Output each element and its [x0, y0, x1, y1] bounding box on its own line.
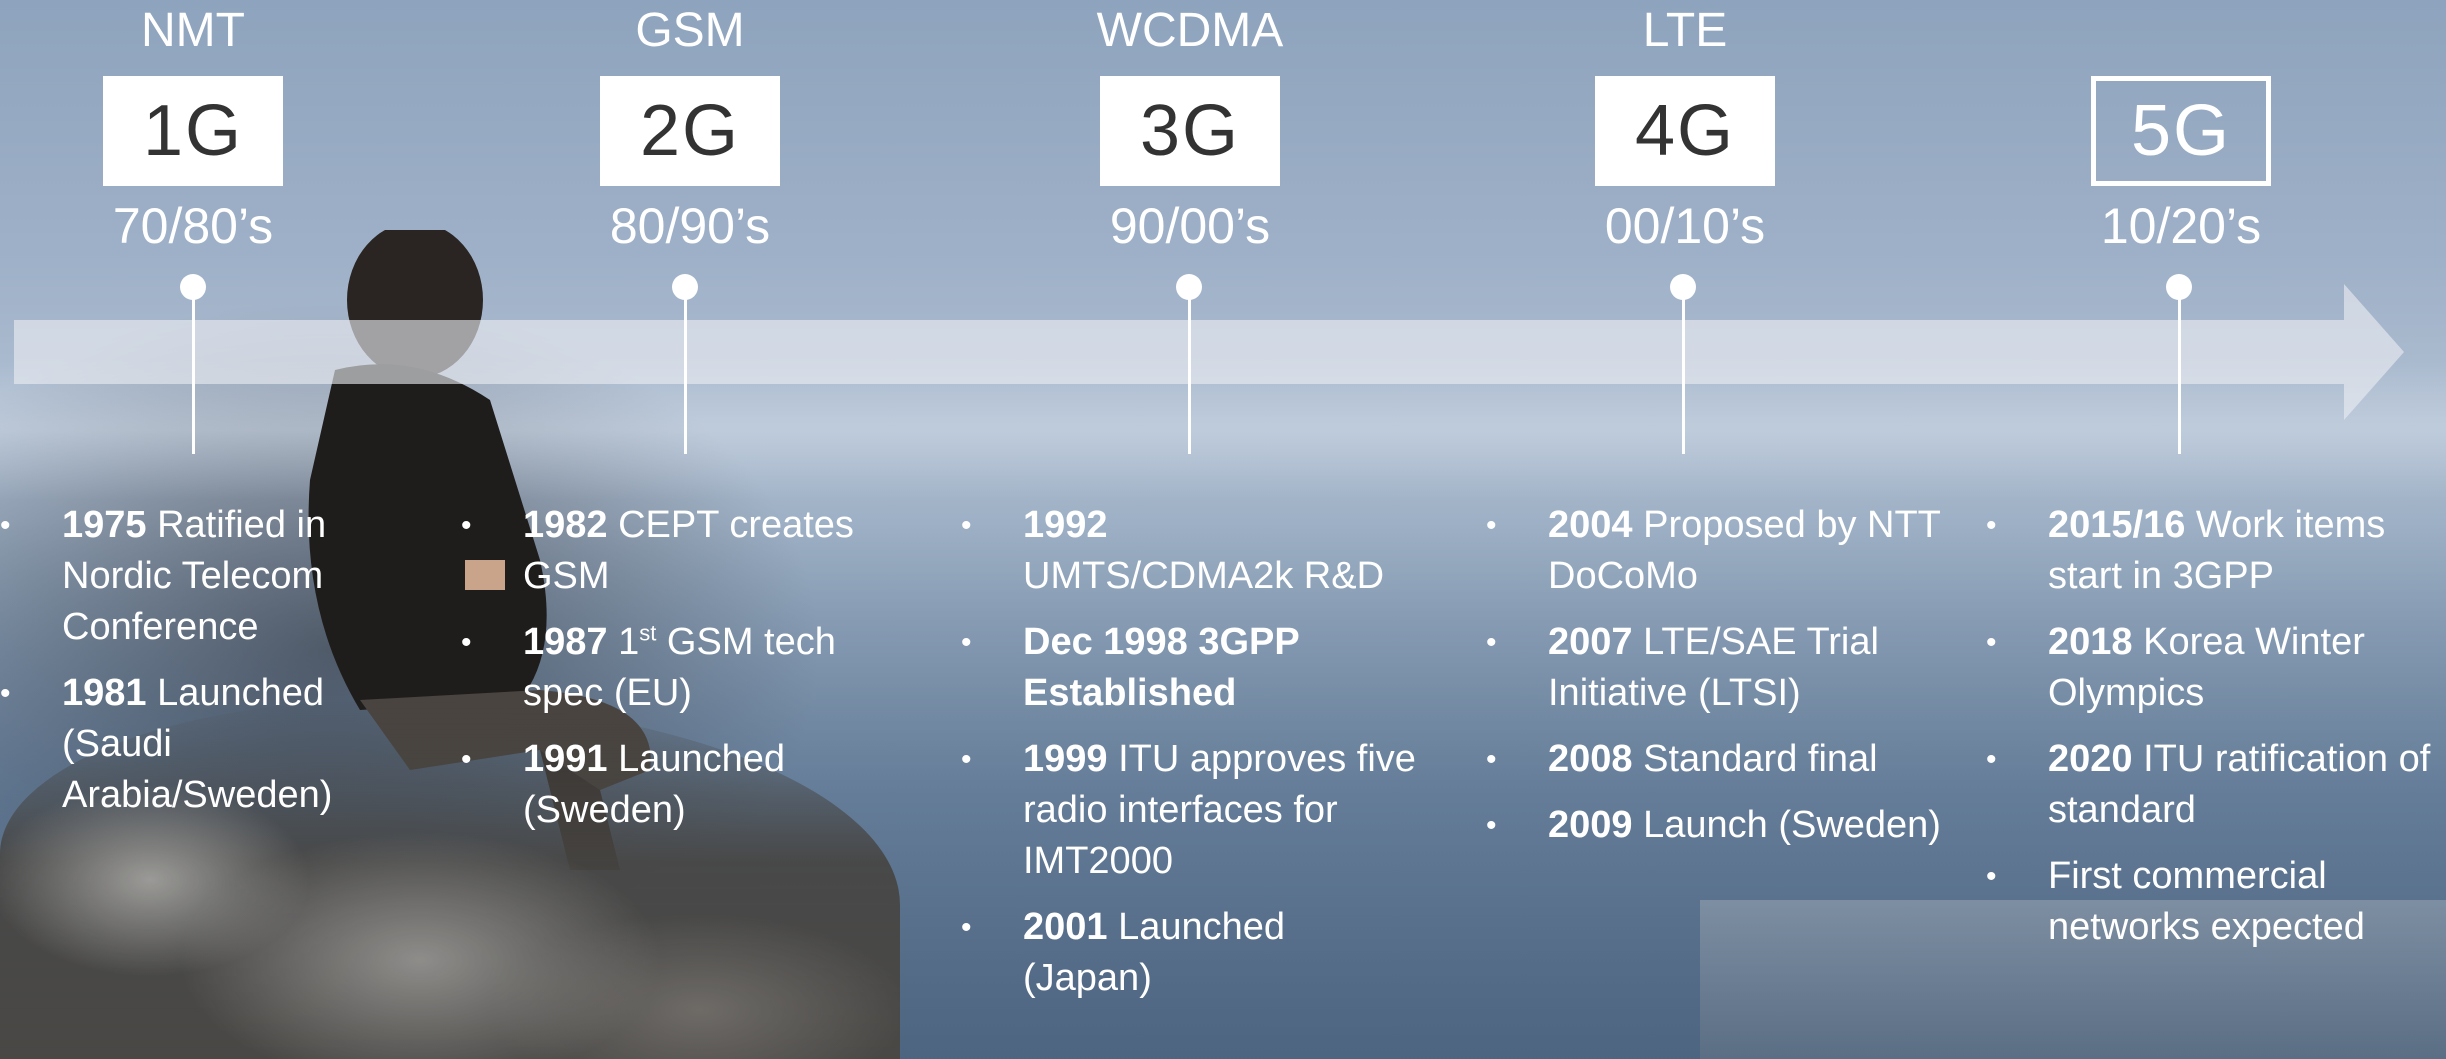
list-item: •2007 LTE/SAE Trial Initiative (LTSI)	[1486, 621, 1879, 714]
list-item: •2015/16 Work items start in 3GPP	[1986, 504, 2386, 597]
generation-badge: 1G	[103, 76, 283, 186]
generation-badge: 4G	[1595, 76, 1775, 186]
era-label: 80/90’s	[609, 198, 771, 254]
generation-badge: 2G	[600, 76, 780, 186]
timeline-marker-line	[1682, 290, 1685, 454]
list-item: •First commercial networks expected	[1986, 855, 2365, 948]
generation-3g: WCDMA 3G 90/00’s	[1060, 0, 1320, 256]
list-item: •1987 1st GSM tech spec (EU)	[461, 620, 836, 714]
milestones-4g: •2004 Proposed by NTT DoCoMo •2007 LTE/S…	[1486, 500, 1956, 866]
milestones-3g: •1992 UMTS/CDMA2k R&D •Dec 1998 3GPP Est…	[961, 500, 1421, 1019]
technology-name: LTE	[1642, 4, 1728, 57]
list-item: •1982 CEPT creates GSM	[461, 504, 854, 597]
era-label: 90/00’s	[1109, 198, 1271, 254]
list-item: •Dec 1998 3GPP Established	[961, 621, 1300, 714]
generation-5g: 5G 10/20’s	[2051, 0, 2311, 256]
background-coastline	[1700, 900, 2446, 1059]
era-label: 00/10’s	[1604, 198, 1766, 254]
technology-name: NMT	[141, 4, 245, 57]
era-label: 10/20’s	[2100, 198, 2262, 254]
generation-4g: LTE 4G 00/10’s	[1555, 0, 1815, 256]
list-item: •2004 Proposed by NTT DoCoMo	[1486, 504, 1941, 597]
milestones-5g: •2015/16 Work items start in 3GPP •2018 …	[1986, 500, 2446, 968]
timeline-marker-line	[2178, 290, 2181, 454]
list-item: •2020 ITU ratification of standard	[1986, 738, 2431, 831]
list-item: •1981 Launched (Saudi Arabia/Sweden)	[0, 672, 333, 816]
timeline-arrow	[14, 320, 2344, 384]
technology-name	[2051, 0, 2311, 62]
list-item: •1999 ITU approves five radio interfaces…	[961, 738, 1416, 882]
list-item: •2008 Standard final	[1486, 738, 1878, 780]
generation-badge: 5G	[2091, 76, 2271, 186]
technology-name: WCDMA	[1096, 4, 1284, 57]
list-item: •1991 Launched (Sweden)	[461, 738, 786, 831]
milestones-2g: •1982 CEPT creates GSM •1987 1st GSM tec…	[461, 500, 921, 851]
generation-2g: GSM 2G 80/90’s	[560, 0, 820, 256]
list-item: •1992 UMTS/CDMA2k R&D	[961, 504, 1385, 597]
timeline-marker-line	[192, 290, 195, 454]
list-item: •2001 Launched (Japan)	[961, 906, 1286, 999]
list-item: •1975 Ratified in Nordic Telecom Confere…	[0, 504, 327, 648]
list-item: •2018 Korea Winter Olympics	[1986, 621, 2365, 714]
background-rock	[0, 700, 900, 1059]
list-item: •2009 Launch (Sweden)	[1486, 804, 1941, 846]
era-label: 70/80’s	[112, 198, 274, 254]
timeline-marker-line	[684, 290, 687, 454]
generation-1g: NMT 1G 70/80’s	[63, 0, 323, 256]
milestones-1g: •1975 Ratified in Nordic Telecom Confere…	[0, 500, 400, 836]
timeline-arrow-head	[2344, 284, 2404, 420]
timeline-marker-line	[1188, 290, 1191, 454]
generation-badge: 3G	[1100, 76, 1280, 186]
technology-name: GSM	[635, 4, 745, 57]
